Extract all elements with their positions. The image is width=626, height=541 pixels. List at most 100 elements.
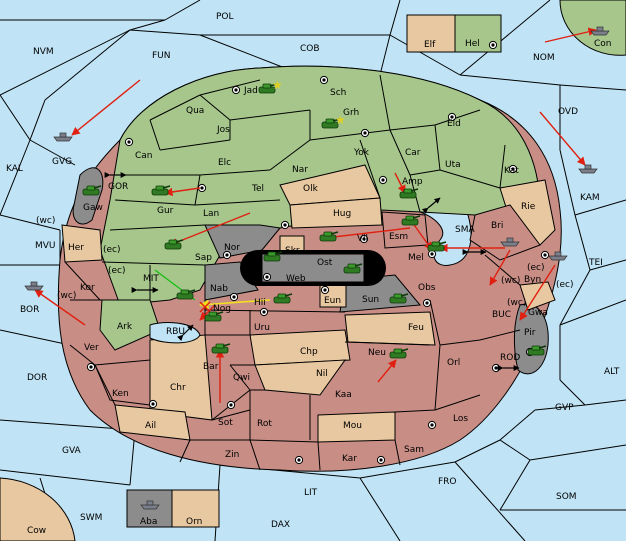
label-feu: Feu <box>408 323 424 333</box>
passage-buc: BUC <box>492 310 511 320</box>
label-mou: Mou <box>343 421 362 431</box>
label-sot: Sot <box>218 418 233 428</box>
label-uru: Uru <box>254 323 270 333</box>
label-her: Her <box>68 243 84 253</box>
label-grh: Grh <box>343 108 359 118</box>
coast-tag: (ec) <box>556 280 574 290</box>
coast-tag: (wc) <box>57 291 76 301</box>
label-eun: Eun <box>324 296 341 306</box>
support-arrow <box>199 299 271 310</box>
province-pir[interactable] <box>513 303 549 375</box>
label-rie: Rie <box>521 202 536 212</box>
label-skr: Skr <box>285 246 300 256</box>
label-elc: Elc <box>218 158 231 168</box>
label-jos: Jos <box>216 125 230 135</box>
coast-tag: (ec) <box>103 245 121 255</box>
label-zin: Zin <box>225 450 239 460</box>
label-obs: Obs <box>418 283 436 293</box>
label-alt: ALT <box>604 367 620 377</box>
label-eld: Eld <box>447 119 461 129</box>
label-con: Con <box>594 39 612 49</box>
label-sap: Sap <box>195 253 212 263</box>
passage-rod: ROD <box>500 353 520 363</box>
label-hii: Hii <box>254 298 266 308</box>
label-gva: GVA <box>62 446 82 456</box>
label-olk: Olk <box>303 184 319 194</box>
label-rot: Rot <box>257 419 272 429</box>
label-nvm: NVM <box>33 47 54 57</box>
label-sma: SMA <box>455 225 475 235</box>
label-bar: Bar <box>203 362 219 372</box>
label-aba: Aba <box>140 517 157 527</box>
failed-marker <box>199 301 211 313</box>
province-con[interactable] <box>559 0 626 56</box>
label-cob: COB <box>300 44 320 54</box>
label-nor: Nor <box>224 243 240 253</box>
order-arrows <box>34 27 597 403</box>
label-uta: Uta <box>445 160 461 170</box>
label-los: Los <box>453 414 468 424</box>
label-ken: Ken <box>112 389 129 399</box>
province-ark[interactable] <box>99 299 161 351</box>
label-jad: Jad <box>243 86 258 96</box>
province-gaw[interactable] <box>72 167 104 225</box>
passage-rbu: RBU <box>166 327 185 337</box>
label-gvp: GVP <box>555 403 574 413</box>
label-ail: Ail <box>145 421 156 431</box>
label-hug: Hug <box>333 209 351 219</box>
label-mel: Mel <box>408 253 424 263</box>
label-qwi: Qwi <box>233 373 250 383</box>
label-yok: Yok <box>353 148 370 158</box>
label-lit: LIT <box>304 488 318 498</box>
province-nil[interactable] <box>254 359 347 396</box>
label-gwa: Gwa <box>528 308 548 318</box>
label-nar: Nar <box>292 165 308 175</box>
province-cow[interactable] <box>0 477 76 541</box>
label-gur: Gur <box>157 206 174 216</box>
label-ovd: OVD <box>558 107 578 117</box>
province-gwa[interactable] <box>519 281 556 311</box>
label-ver: Ver <box>84 343 99 353</box>
label-cow: Cow <box>27 526 46 536</box>
province-chp[interactable] <box>249 329 351 366</box>
label-vil: Vil <box>357 234 368 244</box>
label-car: Car <box>405 148 421 158</box>
label-hel: Hel <box>465 39 480 49</box>
label-gaw: Gaw <box>83 203 103 213</box>
label-fro: FRO <box>438 477 457 487</box>
label-bor: BOR <box>20 305 39 315</box>
label-nil: Nil <box>316 369 328 379</box>
province-orn[interactable] <box>171 489 220 528</box>
label-lan: Lan <box>203 209 219 219</box>
label-chp: Chp <box>300 347 318 357</box>
label-kar: Kar <box>342 454 357 464</box>
coast-tag: (wc) <box>36 216 55 226</box>
province-bri[interactable] <box>469 204 541 261</box>
province-hug[interactable] <box>289 197 383 229</box>
label-neu: Neu <box>368 348 386 358</box>
label-dor: DOR <box>27 373 47 383</box>
coast-tag: (wc) <box>507 298 526 308</box>
label-esm: Esm <box>389 232 408 242</box>
label-amp: Amp <box>402 177 423 187</box>
label-som: SOM <box>556 492 577 502</box>
label-tei: TEI <box>588 258 603 268</box>
label-swm: SWM <box>80 513 102 523</box>
province-borders <box>64 74 521 471</box>
label-ost: Ost <box>317 258 333 268</box>
label-can: Can <box>135 151 153 161</box>
label-kor: Kor <box>80 283 95 293</box>
province-feu[interactable] <box>344 311 436 346</box>
passage-mit: MIT <box>143 274 159 284</box>
province-nor[interactable] <box>204 224 281 259</box>
label-bri: Bri <box>491 221 503 231</box>
label-sam: Sam <box>404 445 424 455</box>
label-kam: KAM <box>580 193 600 203</box>
label-chr: Chr <box>170 383 186 393</box>
passage-arrows <box>104 172 520 371</box>
province-her[interactable] <box>61 224 103 263</box>
province-chr[interactable] <box>149 334 213 421</box>
label-nom: NOM <box>533 53 555 63</box>
